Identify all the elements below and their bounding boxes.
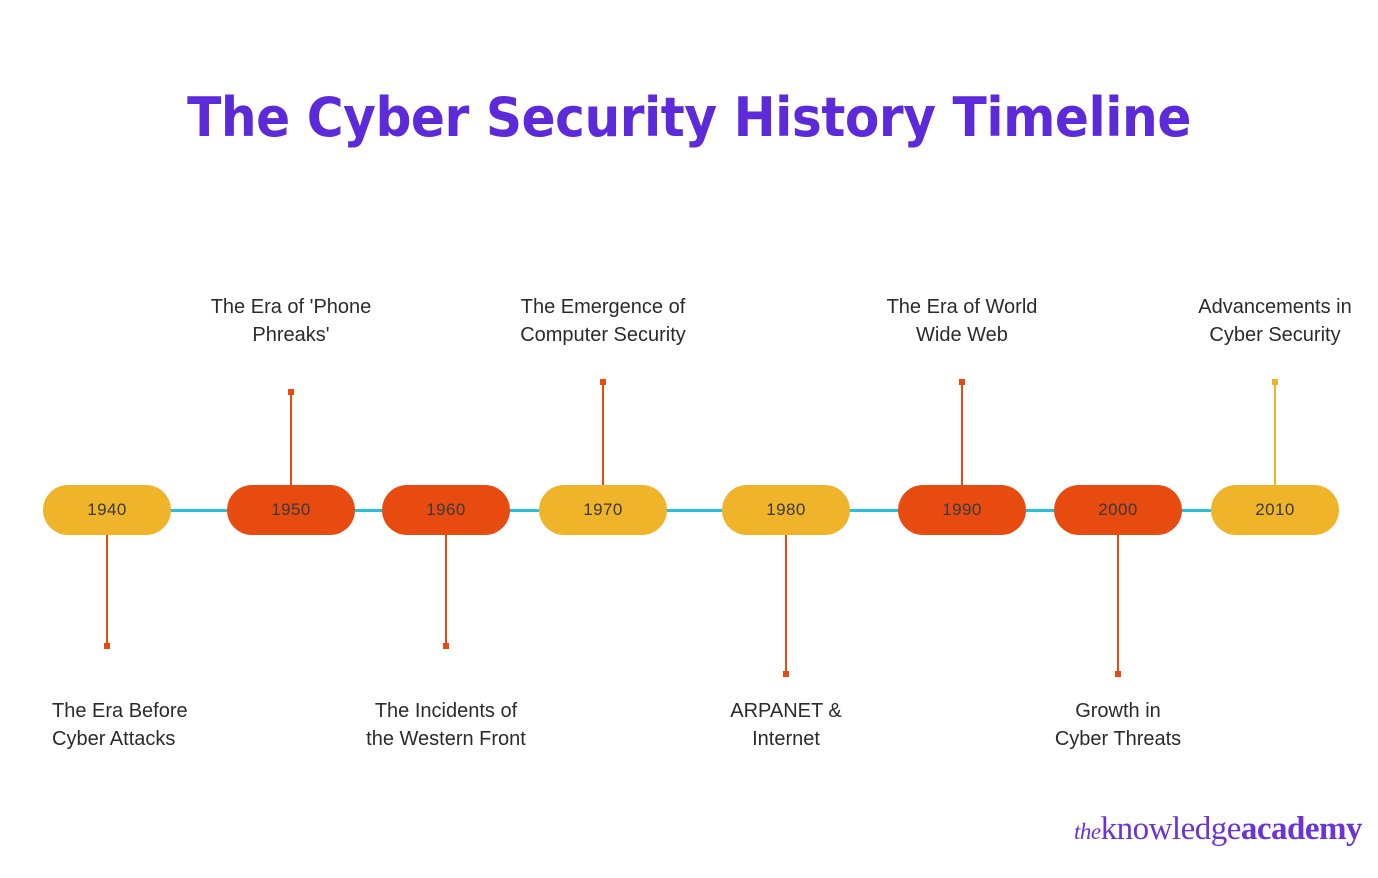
timeline-tick-1980 bbox=[783, 510, 789, 677]
timeline-rail bbox=[43, 509, 1339, 512]
timeline-year-pill-1950[interactable]: 1950 bbox=[227, 485, 355, 535]
timeline-tick-cap-1940 bbox=[104, 643, 110, 649]
timeline-year-label: 1940 bbox=[87, 500, 127, 519]
timeline-tick-cap-1950 bbox=[288, 389, 294, 395]
timeline-event-label-line2: the Western Front bbox=[366, 728, 526, 750]
timeline-year-pill-1960[interactable]: 1960 bbox=[382, 485, 510, 535]
timeline-year-label: 1980 bbox=[766, 500, 806, 519]
timeline-tick-cap-2010 bbox=[1272, 379, 1278, 385]
timeline-event-label-line1: Growth in bbox=[1075, 700, 1161, 722]
timeline-year-pill-1980[interactable]: 1980 bbox=[722, 485, 850, 535]
timeline-event-label-line1: The Era of 'Phone bbox=[210, 296, 372, 318]
timeline-tick-2000 bbox=[1115, 510, 1121, 677]
brand-logo: theknowledgeacademy bbox=[1073, 811, 1363, 847]
timeline-event-label-1960: The Incidents of the Western Front bbox=[246, 697, 646, 753]
timeline-event-label-line2: Cyber Attacks bbox=[52, 728, 176, 750]
brand-logo-knowledge: knowledge bbox=[1100, 811, 1242, 847]
timeline-year-pill-2010[interactable]: 2010 bbox=[1211, 485, 1339, 535]
timeline-event-label-line1: The Incidents of bbox=[374, 700, 518, 722]
timeline-event-label-line2: Cyber Threats bbox=[1054, 728, 1182, 750]
timeline-tick-cap-1960 bbox=[443, 643, 449, 649]
timeline-event-label-line2: Internet bbox=[752, 728, 820, 750]
timeline-event-label-1970: The Emergence of Computer Security bbox=[403, 293, 803, 349]
timeline-tick-1940 bbox=[104, 510, 110, 649]
timeline-event-label-line1: The Era of World bbox=[886, 296, 1038, 318]
timeline-tick-cap-1980 bbox=[783, 671, 789, 677]
timeline-event-label-line1: The Emergence of bbox=[520, 296, 686, 318]
timeline-event-label-2010: Advancements in Cyber Security bbox=[1075, 293, 1378, 349]
timeline-tick-cap-2000 bbox=[1115, 671, 1121, 677]
timeline-event-label-line2: Wide Web bbox=[916, 324, 1008, 346]
timeline-year-pill-2000[interactable]: 2000 bbox=[1054, 485, 1182, 535]
timeline-year-pill-1990[interactable]: 1990 bbox=[898, 485, 1026, 535]
timeline-event-label-line2: Phreaks' bbox=[252, 324, 330, 346]
timeline-year-label: 2000 bbox=[1098, 500, 1138, 519]
timeline-event-label-2000: Growth in Cyber Threats bbox=[918, 697, 1318, 753]
timeline-year-label: 1990 bbox=[942, 500, 982, 519]
timeline-year-label: 1970 bbox=[583, 500, 623, 519]
brand-logo-the: the bbox=[1073, 819, 1101, 844]
timeline-event-label-line1: Advancements in bbox=[1198, 296, 1352, 318]
timeline-year-label: 2010 bbox=[1255, 500, 1295, 519]
timeline-tick-1990 bbox=[959, 379, 965, 510]
timeline-event-label-line2: Computer Security bbox=[520, 324, 686, 346]
timeline-tick-1970 bbox=[600, 379, 606, 510]
timeline-year-label: 1950 bbox=[271, 500, 311, 519]
timeline-event-label-line2: Cyber Security bbox=[1209, 324, 1341, 346]
brand-logo-academy: academy bbox=[1240, 811, 1363, 847]
timeline-tick-cap-1990 bbox=[959, 379, 965, 385]
timeline-event-label-line1: The Era Before bbox=[52, 700, 188, 722]
timeline-tick-cap-1970 bbox=[600, 379, 606, 385]
page-title: The Cyber Security History Timeline bbox=[187, 86, 1191, 149]
timeline-tick-1950 bbox=[288, 389, 294, 510]
timeline-tick-2010 bbox=[1272, 379, 1278, 510]
timeline-event-label-1980: ARPANET & Internet bbox=[586, 697, 986, 753]
timeline-tick-1960 bbox=[443, 510, 449, 649]
timeline-year-label: 1960 bbox=[426, 500, 466, 519]
timeline-event-label-line1: ARPANET & bbox=[730, 700, 842, 722]
timeline-year-pill-1940[interactable]: 1940 bbox=[43, 485, 171, 535]
timeline-year-pill-1970[interactable]: 1970 bbox=[539, 485, 667, 535]
